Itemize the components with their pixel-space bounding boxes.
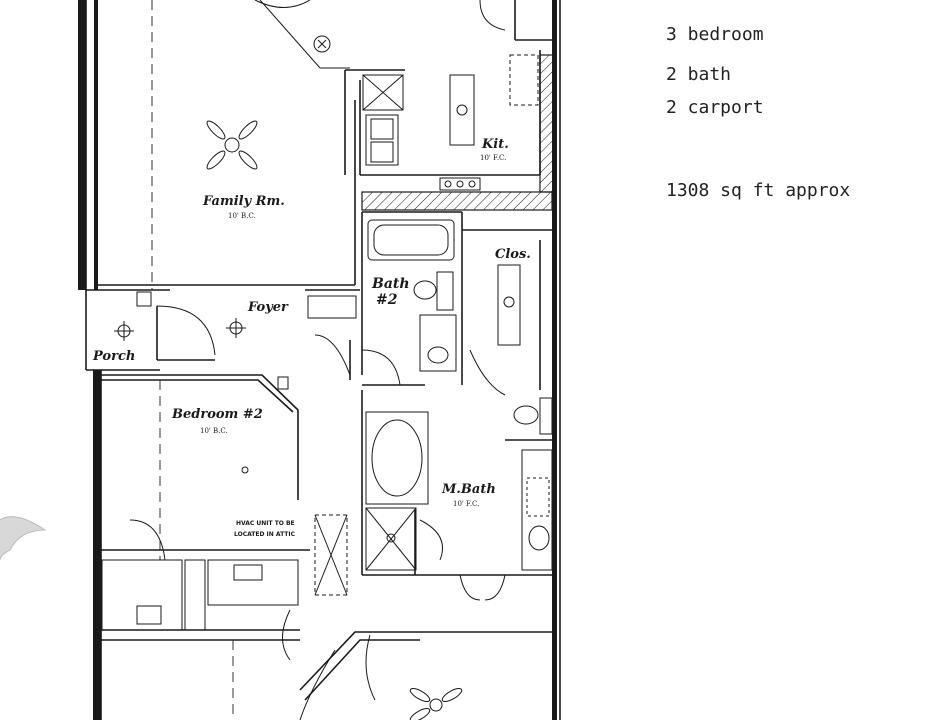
family-room: Family Rm. 10' B.C. <box>98 0 356 290</box>
lower-closets <box>100 514 348 661</box>
master-bedroom-area <box>100 631 555 720</box>
summary-carport: 2 carport <box>666 97 764 118</box>
hvac-note-line2: LOCATED IN ATTIC <box>234 531 296 538</box>
bath-2: Bath #2 <box>361 211 463 386</box>
ceiling-label-bedroom2: 10' B.C. <box>200 427 228 435</box>
summary-bedrooms: 3 bedroom <box>666 24 764 45</box>
room-label-bath2-line2: #2 <box>376 292 398 308</box>
ceiling-label-mbath: 10' F.C. <box>453 500 479 508</box>
master-bath: M.Bath 10' F.C. <box>361 390 555 601</box>
room-label-foyer: Foyer <box>247 300 289 315</box>
closet: Clos. <box>462 229 552 396</box>
ceiling-label-family: 10' B.C. <box>228 212 256 220</box>
room-label-family: Family Rm. <box>202 194 285 209</box>
room-label-bedroom2: Bedroom #2 <box>171 407 263 422</box>
porch: Porch <box>92 305 216 364</box>
room-label-mbath: M.Bath <box>441 482 496 497</box>
kitchen: Kit. 10' F.C. <box>344 0 555 211</box>
summary-area: 1308 sq ft approx <box>666 180 851 201</box>
room-label-porch: Porch <box>92 349 135 364</box>
scan-artifact <box>0 516 47 561</box>
room-label-bath2-line1: Bath <box>371 276 410 292</box>
ceiling-label-kitchen: 10' F.C. <box>480 154 506 162</box>
room-label-kitchen: Kit. <box>481 137 509 152</box>
ceiling-fan-icon <box>206 120 258 170</box>
bedroom-2: Bedroom #2 10' B.C. HVAC UNIT TO BE LOCA… <box>100 374 310 561</box>
summary-baths: 2 bath <box>666 64 732 85</box>
exterior-walls <box>78 0 561 720</box>
foyer: Foyer <box>226 289 360 380</box>
ceiling-fan-icon <box>409 688 463 720</box>
room-label-closet: Clos. <box>495 247 531 262</box>
hvac-note-line1: HVAC UNIT TO BE <box>236 520 295 527</box>
